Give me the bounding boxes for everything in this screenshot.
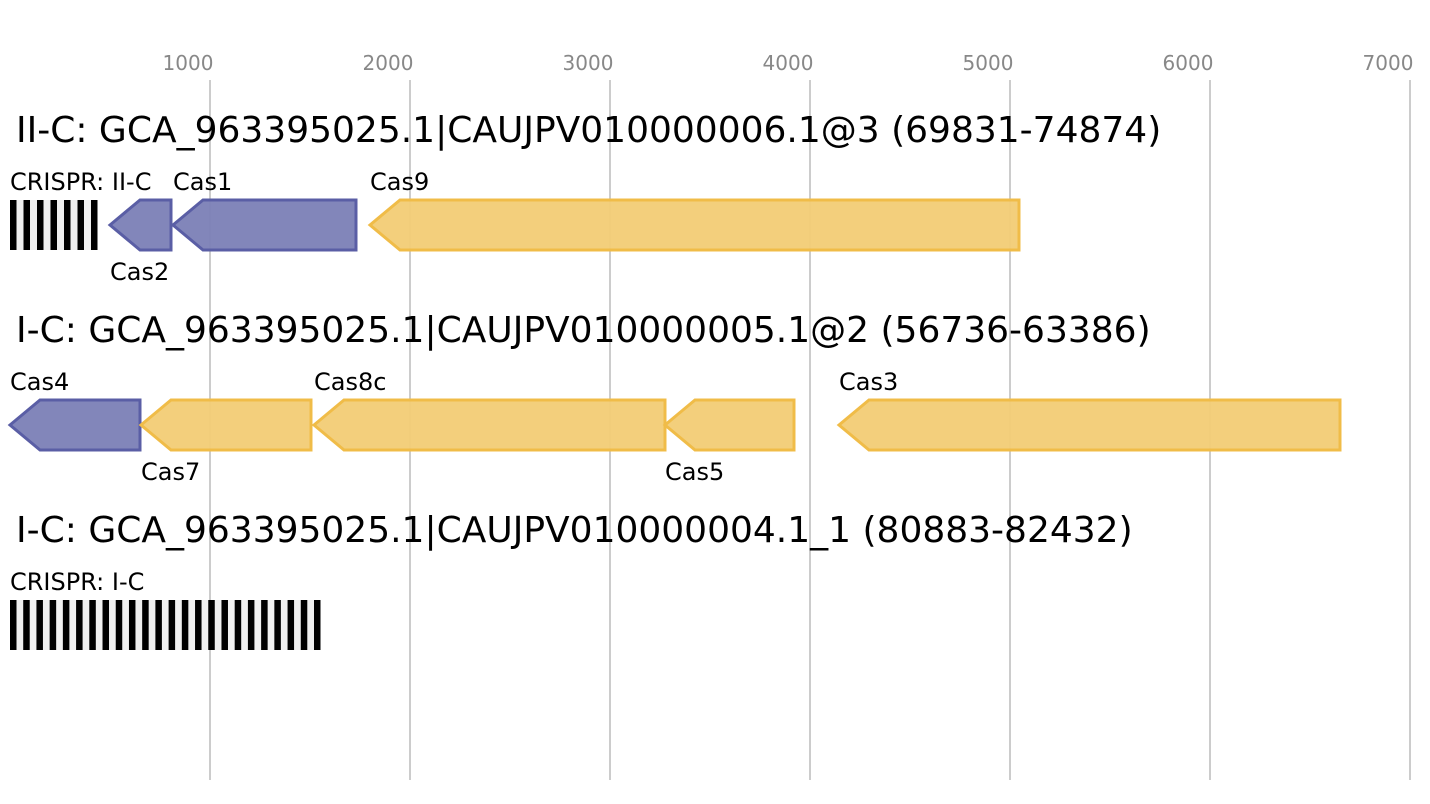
crispr-repeat bbox=[10, 600, 17, 650]
crispr-repeat bbox=[274, 600, 281, 650]
crispr-repeat bbox=[155, 600, 162, 650]
crispr-repeat bbox=[247, 600, 255, 650]
crispr-spacer-background bbox=[10, 600, 320, 650]
crispr-repeat bbox=[102, 600, 110, 650]
crispr-repeat bbox=[23, 200, 30, 250]
crispr-repeat bbox=[62, 600, 70, 650]
locus-title: II-C: GCA_963395025.1|CAUJPV010000006.1@… bbox=[16, 110, 1161, 151]
crispr-repeat bbox=[314, 600, 321, 650]
crispr-repeat bbox=[300, 600, 308, 650]
crispr-repeat bbox=[37, 200, 44, 250]
crispr-label: CRISPR: II-C bbox=[10, 168, 151, 196]
gene-arrow-cas7 bbox=[138, 398, 313, 452]
crispr-repeat bbox=[115, 600, 123, 650]
gene-arrow-cas9 bbox=[367, 198, 1021, 252]
gene-label: Cas8c bbox=[314, 368, 386, 396]
crispr-repeat bbox=[64, 200, 71, 250]
gene-label: Cas7 bbox=[141, 458, 200, 486]
crispr-repeat bbox=[128, 600, 136, 650]
axis-tick-label: 4000 bbox=[763, 51, 814, 75]
gene-arrow-cas1 bbox=[170, 198, 358, 252]
crispr-array bbox=[10, 600, 321, 650]
crispr-repeat bbox=[10, 200, 17, 250]
crispr-repeat bbox=[142, 600, 149, 650]
axis-tick-label: 7000 bbox=[1363, 51, 1414, 75]
locus-title: I-C: GCA_963395025.1|CAUJPV010000004.1_1… bbox=[16, 510, 1133, 551]
crispr-repeat bbox=[91, 200, 98, 250]
gene-label: Cas2 bbox=[110, 258, 169, 286]
locus-title: I-C: GCA_963395025.1|CAUJPV010000005.1@2… bbox=[16, 310, 1151, 351]
crispr-repeat bbox=[168, 600, 176, 650]
crispr-repeat bbox=[261, 600, 268, 650]
axis-tick-label: 6000 bbox=[1163, 51, 1214, 75]
gene-arrow-cas5 bbox=[662, 398, 796, 452]
crispr-label: CRISPR: I-C bbox=[10, 568, 144, 596]
crispr-repeat bbox=[181, 600, 189, 650]
crispr-repeat bbox=[23, 600, 30, 650]
crispr-repeat bbox=[234, 600, 242, 650]
crispr-repeat bbox=[208, 600, 215, 650]
gene-arrow-cas4 bbox=[7, 398, 142, 452]
axis-tick-label: 3000 bbox=[563, 51, 614, 75]
crispr-repeat bbox=[77, 200, 84, 250]
axis-tick-label: 2000 bbox=[363, 51, 414, 75]
gene-arrow-cas2 bbox=[107, 198, 173, 252]
gene-label: Cas4 bbox=[10, 368, 69, 396]
crispr-repeat bbox=[287, 600, 295, 650]
crispr-repeat bbox=[195, 600, 202, 650]
axis-tick-label: 1000 bbox=[163, 51, 214, 75]
crispr-repeat bbox=[36, 600, 43, 650]
gene-label: Cas5 bbox=[665, 458, 724, 486]
crispr-repeat bbox=[89, 600, 96, 650]
gene-arrow-cas3 bbox=[836, 398, 1342, 452]
gene-label: Cas1 bbox=[173, 168, 232, 196]
crispr-array bbox=[10, 200, 98, 250]
gene-arrow-cas8c bbox=[311, 398, 667, 452]
crispr-repeat bbox=[221, 600, 228, 650]
gene-label: Cas3 bbox=[839, 368, 898, 396]
crispr-repeat bbox=[76, 600, 83, 650]
axis-tick-label: 5000 bbox=[963, 51, 1014, 75]
crispr-repeat bbox=[50, 200, 57, 250]
crispr-repeat bbox=[49, 600, 57, 650]
gene-label: Cas9 bbox=[370, 168, 429, 196]
